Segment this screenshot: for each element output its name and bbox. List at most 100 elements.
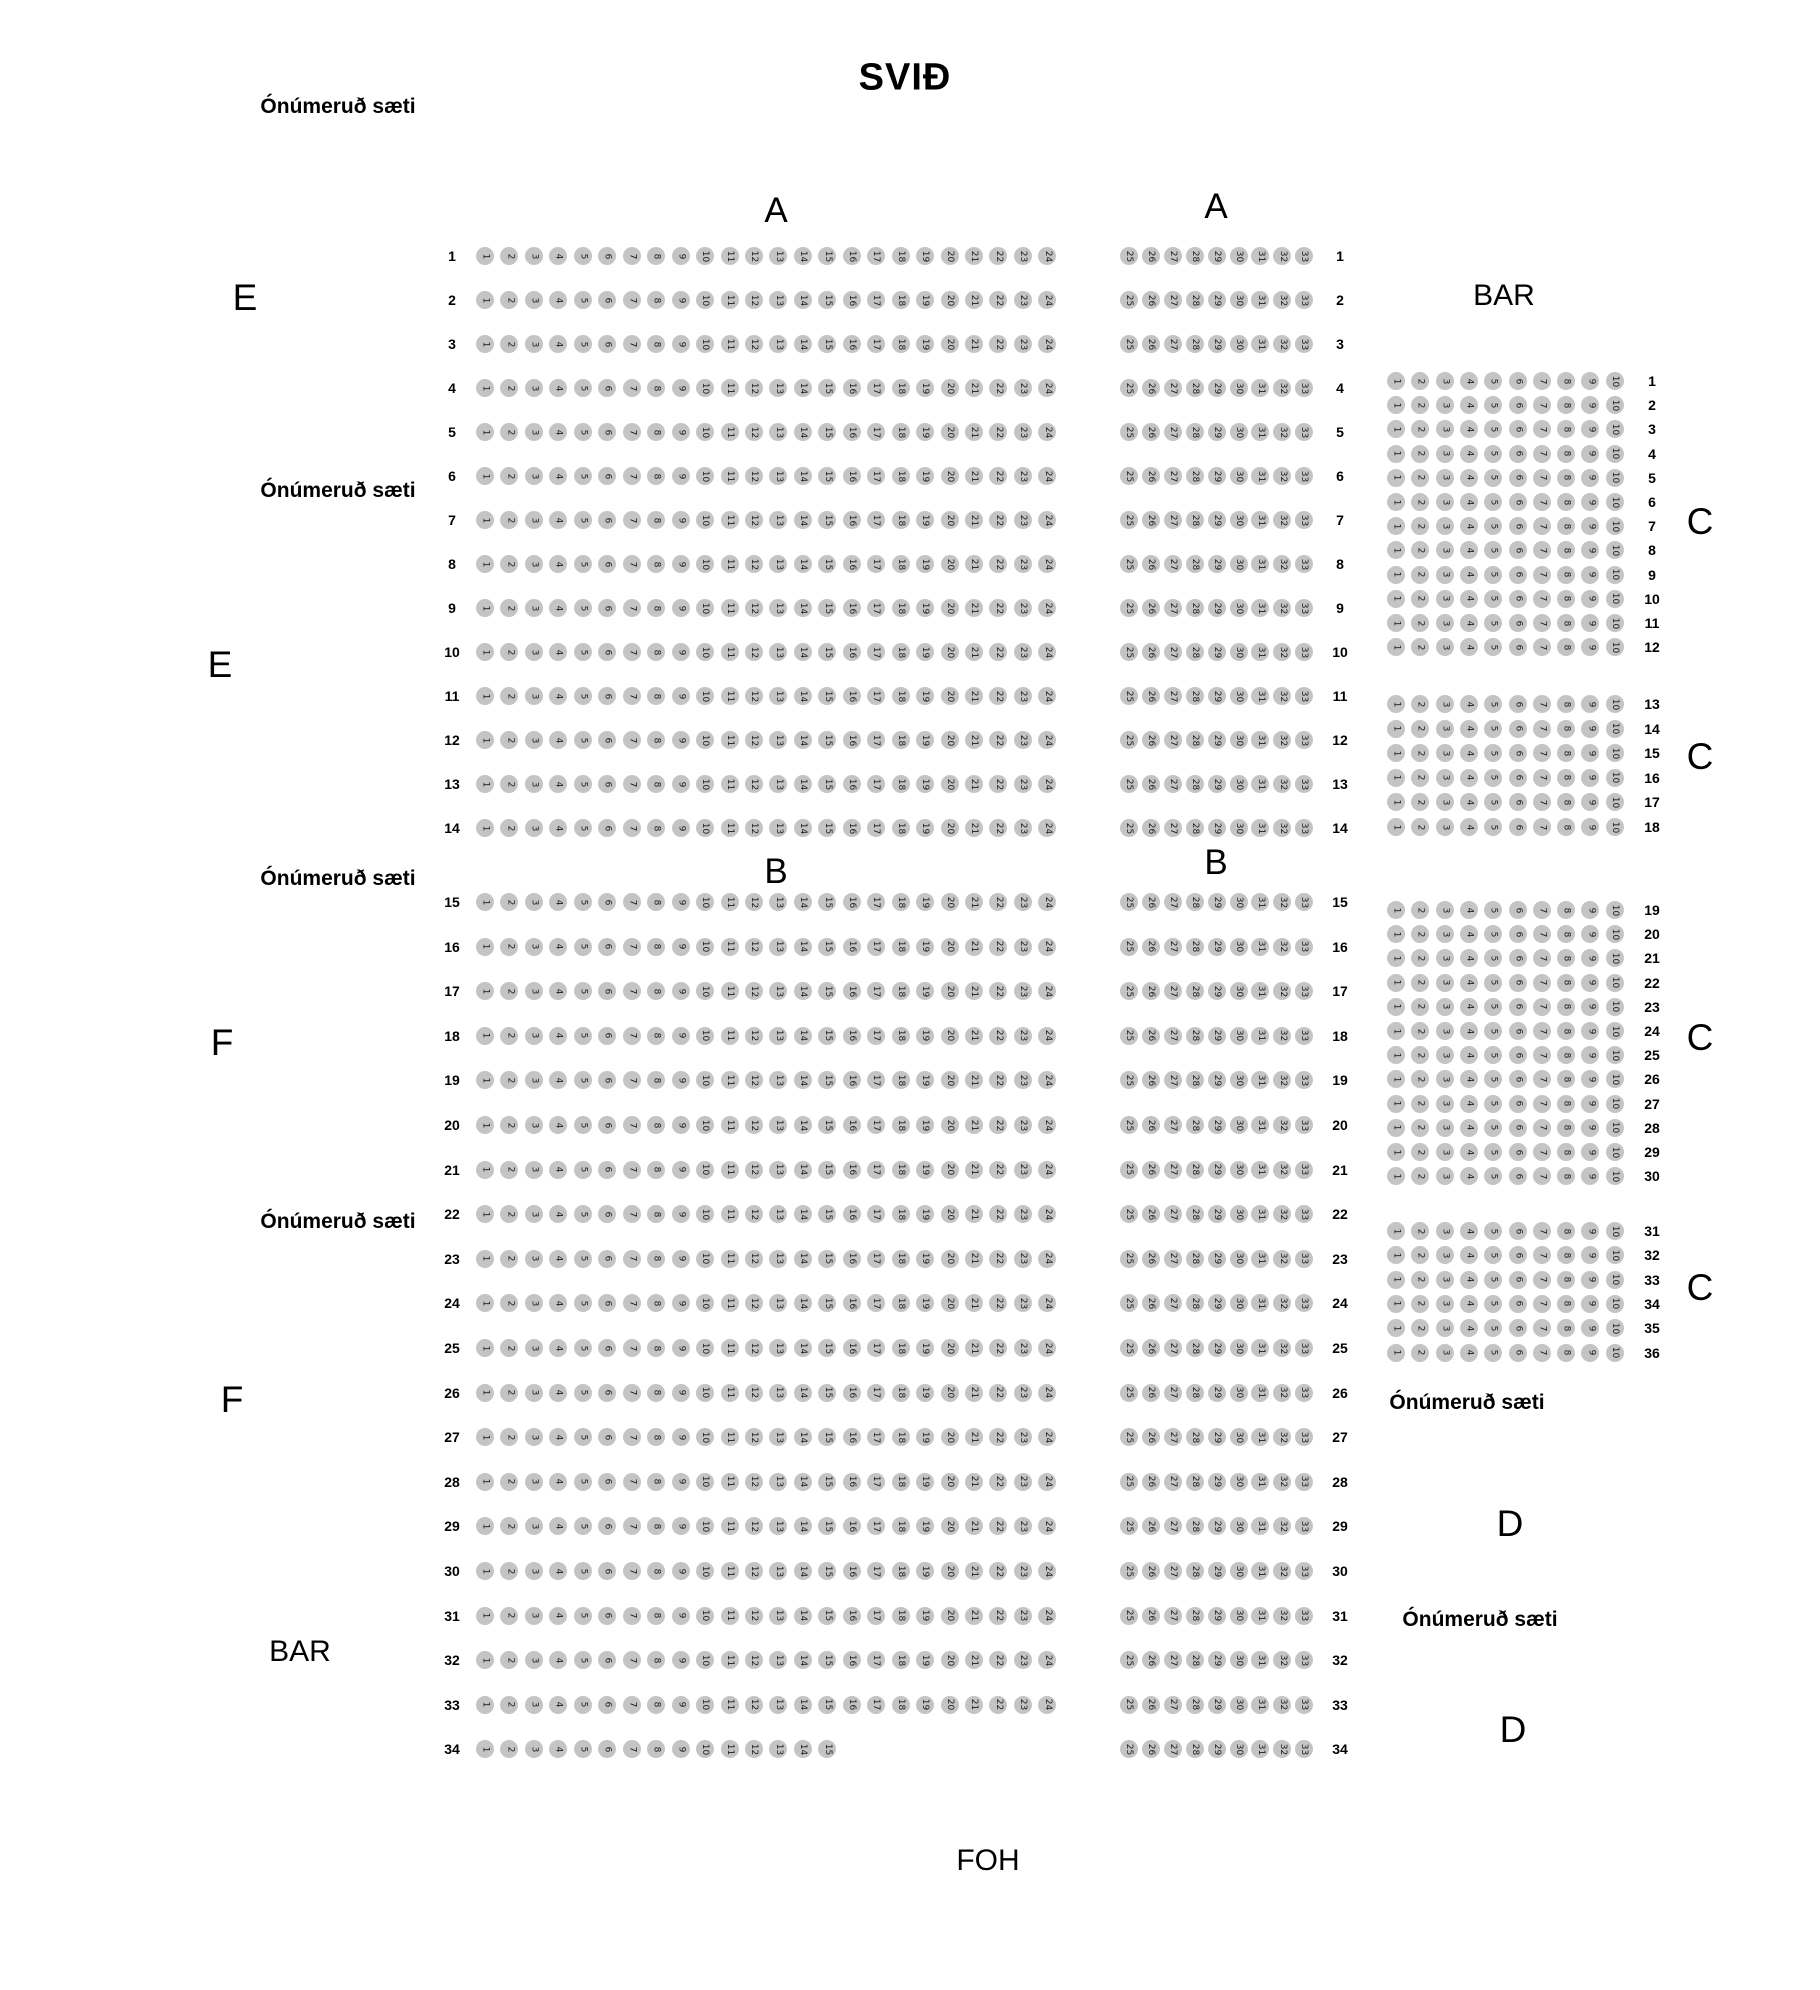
- seat-right-r32-s25[interactable]: 25: [1120, 1651, 1138, 1670]
- seat-left-r33-s4[interactable]: 4: [549, 1695, 568, 1714]
- seat-left-r13-s1[interactable]: 1: [476, 775, 494, 793]
- seat-c-r18-s4[interactable]: 4: [1459, 818, 1478, 836]
- seat-c-r19-s5[interactable]: 5: [1484, 901, 1503, 919]
- seat-right-r34-s29[interactable]: 29: [1207, 1740, 1226, 1759]
- seat-right-r1-s30[interactable]: 30: [1229, 247, 1248, 265]
- seat-right-r19-s31[interactable]: 31: [1251, 1071, 1270, 1090]
- seat-left-r12-s7[interactable]: 7: [622, 731, 641, 749]
- seat-left-r34-s7[interactable]: 7: [622, 1740, 641, 1758]
- seat-left-r8-s24[interactable]: 24: [1038, 555, 1057, 573]
- seat-c-r9-s2[interactable]: 2: [1411, 565, 1430, 584]
- seat-right-r29-s32[interactable]: 32: [1273, 1517, 1292, 1536]
- seat-left-r33-s23[interactable]: 23: [1013, 1695, 1032, 1714]
- seat-c-r12-s3[interactable]: 3: [1435, 638, 1454, 657]
- seat-left-r22-s15[interactable]: 15: [818, 1205, 837, 1224]
- seat-left-r26-s16[interactable]: 16: [842, 1383, 861, 1402]
- seat-right-r4-s31[interactable]: 31: [1251, 379, 1270, 397]
- seat-c-r9-s6[interactable]: 6: [1508, 565, 1527, 584]
- seat-right-r10-s32[interactable]: 32: [1273, 643, 1292, 661]
- seat-c-r25-s4[interactable]: 4: [1459, 1046, 1478, 1065]
- seat-c-r30-s7[interactable]: 7: [1532, 1167, 1551, 1186]
- seat-c-r18-s8[interactable]: 8: [1557, 818, 1576, 836]
- seat-left-r16-s4[interactable]: 4: [549, 937, 568, 956]
- seat-right-r27-s25[interactable]: 25: [1120, 1428, 1138, 1447]
- seat-left-r6-s11[interactable]: 11: [720, 467, 739, 485]
- seat-left-r32-s6[interactable]: 6: [598, 1651, 617, 1670]
- seat-right-r2-s27[interactable]: 27: [1163, 291, 1182, 309]
- seat-left-r3-s8[interactable]: 8: [647, 335, 666, 353]
- seat-left-r19-s8[interactable]: 8: [647, 1071, 666, 1090]
- seat-right-r23-s25[interactable]: 25: [1120, 1249, 1138, 1268]
- seat-left-r5-s3[interactable]: 3: [524, 423, 543, 441]
- seat-c-r4-s2[interactable]: 2: [1411, 444, 1430, 463]
- seat-left-r23-s4[interactable]: 4: [549, 1249, 568, 1268]
- seat-right-r20-s29[interactable]: 29: [1207, 1116, 1226, 1134]
- seat-c-r25-s3[interactable]: 3: [1435, 1046, 1454, 1065]
- seat-right-r23-s28[interactable]: 28: [1185, 1249, 1204, 1268]
- seat-left-r19-s7[interactable]: 7: [622, 1071, 641, 1090]
- seat-right-r26-s28[interactable]: 28: [1185, 1383, 1204, 1402]
- seat-c-r34-s4[interactable]: 4: [1459, 1294, 1478, 1313]
- seat-c-r24-s2[interactable]: 2: [1411, 1022, 1430, 1040]
- seat-left-r12-s15[interactable]: 15: [818, 731, 837, 749]
- seat-c-r2-s5[interactable]: 5: [1484, 396, 1503, 415]
- seat-c-r35-s1[interactable]: 1: [1387, 1319, 1405, 1338]
- seat-right-r30-s26[interactable]: 26: [1141, 1562, 1160, 1580]
- seat-left-r19-s1[interactable]: 1: [476, 1071, 494, 1090]
- seat-right-r11-s32[interactable]: 32: [1273, 687, 1292, 705]
- seat-c-r14-s4[interactable]: 4: [1459, 719, 1478, 738]
- seat-right-r10-s33[interactable]: 33: [1295, 643, 1314, 661]
- seat-left-r11-s9[interactable]: 9: [671, 687, 690, 705]
- seat-left-r7-s9[interactable]: 9: [671, 511, 690, 529]
- seat-right-r15-s31[interactable]: 31: [1251, 893, 1270, 911]
- seat-c-r23-s9[interactable]: 9: [1581, 997, 1600, 1016]
- seat-c-r22-s7[interactable]: 7: [1532, 973, 1551, 992]
- seat-left-r7-s12[interactable]: 12: [744, 511, 763, 529]
- seat-left-r3-s1[interactable]: 1: [476, 335, 494, 353]
- seat-c-r12-s4[interactable]: 4: [1459, 638, 1478, 657]
- seat-left-r2-s1[interactable]: 1: [476, 291, 494, 309]
- seat-left-r31-s18[interactable]: 18: [891, 1606, 910, 1625]
- seat-left-r23-s8[interactable]: 8: [647, 1249, 666, 1268]
- seat-right-r33-s27[interactable]: 27: [1163, 1695, 1182, 1714]
- seat-left-r19-s2[interactable]: 2: [500, 1071, 519, 1090]
- seat-left-r24-s9[interactable]: 9: [671, 1294, 690, 1313]
- seat-left-r22-s6[interactable]: 6: [598, 1205, 617, 1224]
- seat-right-r15-s30[interactable]: 30: [1229, 893, 1248, 911]
- seat-c-r7-s1[interactable]: 1: [1387, 517, 1405, 536]
- seat-c-r32-s6[interactable]: 6: [1508, 1246, 1527, 1265]
- seat-left-r9-s15[interactable]: 15: [818, 599, 837, 617]
- seat-left-r25-s17[interactable]: 17: [867, 1339, 886, 1357]
- seat-right-r28-s28[interactable]: 28: [1185, 1472, 1204, 1491]
- seat-left-r28-s14[interactable]: 14: [793, 1472, 812, 1491]
- seat-left-r8-s10[interactable]: 10: [696, 555, 715, 573]
- seat-left-r19-s10[interactable]: 10: [696, 1071, 715, 1090]
- seat-right-r12-s30[interactable]: 30: [1229, 731, 1248, 749]
- seat-left-r32-s23[interactable]: 23: [1013, 1651, 1032, 1670]
- seat-c-r26-s3[interactable]: 3: [1435, 1070, 1454, 1089]
- seat-c-r23-s6[interactable]: 6: [1508, 997, 1527, 1016]
- seat-left-r2-s16[interactable]: 16: [842, 291, 861, 309]
- seat-right-r22-s33[interactable]: 33: [1295, 1205, 1314, 1224]
- seat-c-r21-s1[interactable]: 1: [1387, 949, 1405, 968]
- seat-left-r8-s23[interactable]: 23: [1013, 555, 1032, 573]
- seat-right-r3-s27[interactable]: 27: [1163, 335, 1182, 353]
- seat-left-r28-s19[interactable]: 19: [916, 1472, 935, 1491]
- seat-c-r20-s10[interactable]: 10: [1605, 925, 1624, 944]
- seat-left-r18-s4[interactable]: 4: [549, 1026, 568, 1045]
- seat-left-r13-s4[interactable]: 4: [549, 775, 568, 793]
- seat-left-r16-s15[interactable]: 15: [818, 937, 837, 956]
- seat-left-r25-s15[interactable]: 15: [818, 1339, 837, 1357]
- seat-left-r27-s10[interactable]: 10: [696, 1428, 715, 1447]
- seat-c-r7-s2[interactable]: 2: [1411, 517, 1430, 536]
- seat-left-r2-s9[interactable]: 9: [671, 291, 690, 309]
- seat-left-r12-s6[interactable]: 6: [598, 731, 617, 749]
- seat-c-r25-s10[interactable]: 10: [1605, 1046, 1624, 1065]
- seat-left-r13-s14[interactable]: 14: [793, 775, 812, 793]
- seat-left-r6-s16[interactable]: 16: [842, 467, 861, 485]
- seat-left-r22-s17[interactable]: 17: [867, 1205, 886, 1224]
- seat-left-r12-s11[interactable]: 11: [720, 731, 739, 749]
- seat-left-r5-s2[interactable]: 2: [500, 423, 519, 441]
- seat-right-r15-s27[interactable]: 27: [1163, 893, 1182, 911]
- seat-left-r1-s7[interactable]: 7: [622, 247, 641, 265]
